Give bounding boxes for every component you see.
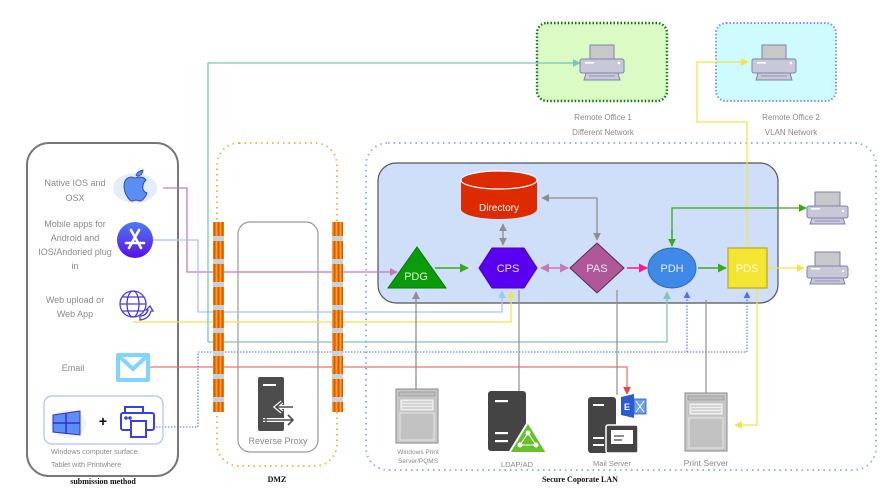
windows-print-server-label-line2: Server/PQMS xyxy=(398,458,439,465)
ios-label-line1: Native IOS and xyxy=(44,178,105,188)
apps-label-line4: in xyxy=(71,261,78,271)
globe-icon xyxy=(119,290,155,321)
submission-zone-border xyxy=(26,142,179,477)
exchange-icon: E xyxy=(621,394,647,418)
firewall-right-bar xyxy=(332,222,343,412)
connector-web-cps xyxy=(133,290,515,323)
dmz-caption: DMZ xyxy=(268,475,287,484)
submission-web[interactable]: Web upload or Web App xyxy=(46,290,155,321)
remote-office-1-label-line2: Different Network xyxy=(572,128,635,137)
reverse-proxy-box xyxy=(237,221,319,453)
mail-icon xyxy=(116,353,150,382)
pdg-label: PDG xyxy=(404,271,428,283)
windows-icon xyxy=(50,410,86,438)
pdh-label: PDH xyxy=(660,263,683,275)
ldap-label: LDAP/AD xyxy=(501,460,534,469)
apple-icon xyxy=(113,169,157,203)
mail-server-label: Mail Server xyxy=(593,459,631,468)
local-printer-2[interactable] xyxy=(806,251,849,285)
tablet-caption-line2: Tablet with Printwhere xyxy=(51,460,121,469)
connector-pdh-remote1 xyxy=(207,62,668,343)
tablet-caption-line1: Windows computer surface xyxy=(51,447,138,456)
plus-sign: + xyxy=(99,413,107,429)
web-label-line2: Web App xyxy=(57,309,93,319)
pds-label: PDS xyxy=(736,263,759,275)
submission-zone: submission method xyxy=(26,142,179,486)
cps-node[interactable]: CPS xyxy=(478,247,538,289)
remote-office-2-label-line2: VLAN Network xyxy=(765,128,818,137)
ldap-server-icon xyxy=(488,391,549,454)
remote-office-1-label-line1: Remote Office 1 xyxy=(574,113,632,122)
submission-tablet-printwhere[interactable]: + Windows computer surface Tablet with P… xyxy=(43,395,164,469)
connector-directory-pas xyxy=(541,194,601,241)
dmz-zone: DMZ xyxy=(216,142,338,484)
connector-ios-pdg xyxy=(163,187,398,276)
connectors xyxy=(133,58,807,429)
print-server[interactable]: Print Server xyxy=(684,392,729,468)
remote-office-2-label-line1: Remote Office 2 xyxy=(762,113,820,122)
printer-icon xyxy=(120,406,155,438)
connector-apps-cps xyxy=(152,239,506,313)
apps-label-line3: IOS/Andoried plug xyxy=(38,247,112,257)
cps-label: CPS xyxy=(497,263,520,275)
pdh-node[interactable]: PDH xyxy=(647,247,697,289)
windows-print-server[interactable]: Windows Print Server/PQMS xyxy=(395,388,439,465)
web-label-line1: Web upload or xyxy=(46,295,104,305)
connector-pds-printserver xyxy=(734,290,758,429)
apps-label-line2: Android and xyxy=(51,233,100,243)
print-server-icon xyxy=(684,392,728,452)
tablet-group-box xyxy=(43,395,164,445)
windows-print-server-icon xyxy=(395,388,439,444)
connector-printwhere-pds xyxy=(153,291,751,428)
reverse-proxy[interactable]: Reverse Proxy xyxy=(248,377,308,446)
apps-label-line1: Mobile apps for xyxy=(44,219,106,229)
pas-label: PAS xyxy=(586,263,607,275)
firewall-left xyxy=(213,222,224,412)
directory-node[interactable]: Directory xyxy=(460,170,538,219)
ios-label-line2: OSX xyxy=(65,193,84,203)
lan-zone-border xyxy=(365,142,877,471)
app-store-icon xyxy=(117,222,153,258)
mail-server[interactable]: E Mail Server xyxy=(588,394,647,468)
ldap-server[interactable]: LDAP/AD xyxy=(488,391,549,469)
remote-office-1-printer[interactable] xyxy=(579,44,625,81)
submission-caption: submission method xyxy=(70,477,136,486)
exchange-badge: E xyxy=(624,402,630,412)
mail-server-icon xyxy=(588,397,639,454)
lan-zone: Secure Coporate LAN xyxy=(365,142,877,484)
pas-node[interactable]: PAS xyxy=(569,242,625,294)
submission-email[interactable]: Email xyxy=(62,353,150,382)
submission-ios[interactable]: Native IOS and OSX xyxy=(44,169,157,203)
pdg-node[interactable]: PDG xyxy=(387,246,447,289)
submission-mobile-apps[interactable]: Mobile apps for Android and IOS/Andoried… xyxy=(38,219,153,271)
firewall-left-bar xyxy=(213,222,224,412)
lan-caption: Secure Coporate LAN xyxy=(542,475,618,484)
local-printer-1[interactable] xyxy=(806,191,849,225)
connector-email-mail xyxy=(150,366,631,395)
print-server-label: Print Server xyxy=(684,458,729,468)
remote-office-2-printer[interactable] xyxy=(751,44,797,81)
directory-label: Directory xyxy=(479,203,519,214)
firewall-right xyxy=(332,222,343,412)
windows-print-server-label-line1: Windows Print xyxy=(397,449,439,456)
connector-pds-remote2 xyxy=(696,58,749,248)
email-label: Email xyxy=(62,363,85,373)
reverse-proxy-server-icon xyxy=(258,377,296,431)
reverse-proxy-label: Reverse Proxy xyxy=(248,436,308,446)
pds-node[interactable]: PDS xyxy=(727,247,768,289)
